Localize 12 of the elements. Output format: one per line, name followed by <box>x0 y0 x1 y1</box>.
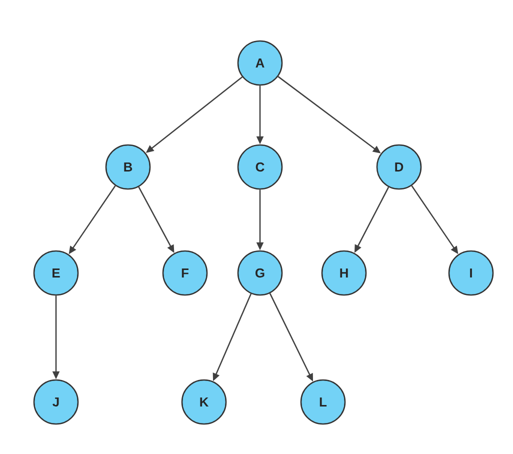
tree-node: K <box>181 379 227 425</box>
tree-node: E <box>33 250 79 296</box>
tree-node: A <box>237 40 283 86</box>
tree-node: L <box>300 379 346 425</box>
tree-node: B <box>105 144 151 190</box>
tree-node: I <box>448 250 494 296</box>
tree-node: G <box>237 250 283 296</box>
tree-node: J <box>33 379 79 425</box>
tree-node: C <box>237 144 283 190</box>
tree-node: D <box>376 144 422 190</box>
tree-node: H <box>321 250 367 296</box>
tree-node: F <box>162 250 208 296</box>
